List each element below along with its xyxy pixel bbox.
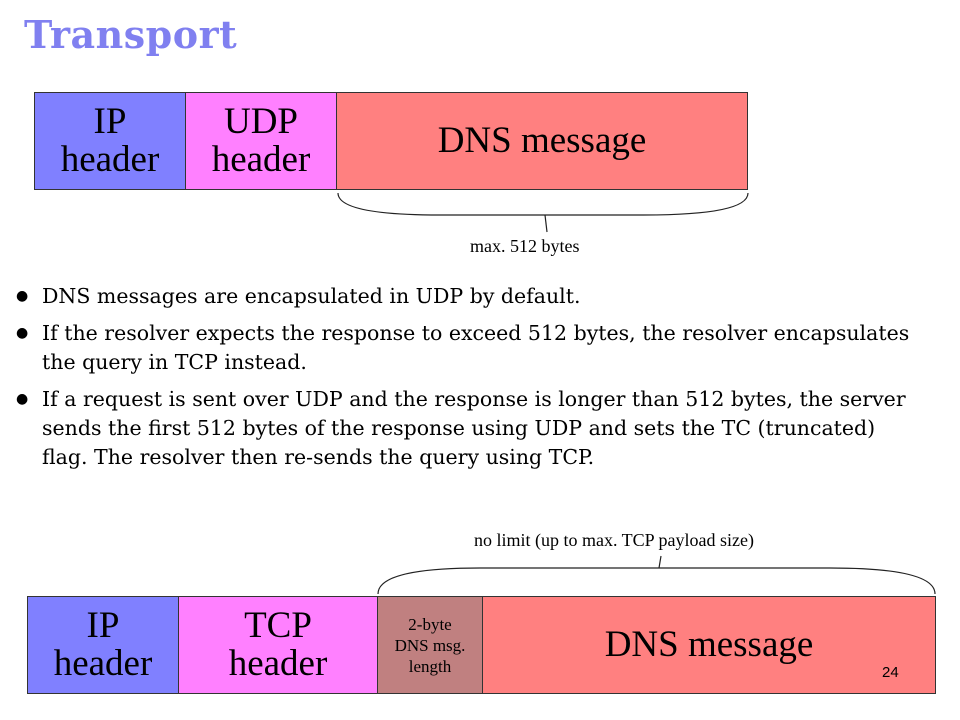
tcp-ip-header-line2: header: [53, 643, 153, 684]
slide-title: Transport: [24, 12, 238, 57]
tcp-length-field-box: 2-byte DNS msg. length: [377, 596, 483, 694]
bullet-dot: ●: [16, 391, 29, 407]
tcp-header-box: TCP header: [178, 596, 378, 694]
tcp-ip-header-box: IP header: [27, 596, 179, 694]
bullet-item: ● If a request is sent over UDP and the …: [14, 385, 914, 472]
bullet-text: DNS messages are encapsulated in UDP by …: [42, 284, 581, 308]
bullet-item: ● DNS messages are encapsulated in UDP b…: [14, 282, 914, 311]
bullet-dot: ●: [16, 288, 29, 304]
bullet-list: ● DNS messages are encapsulated in UDP b…: [14, 282, 914, 480]
length-field-line3: length: [408, 656, 452, 676]
udp-header-box: UDP header: [185, 92, 337, 190]
tcp-header-line2: header: [228, 643, 328, 684]
udp-dns-message-box: DNS message: [336, 92, 748, 190]
bullet-text: If the resolver expects the response to …: [42, 321, 910, 374]
udp-brace: [337, 192, 749, 216]
tcp-brace: [377, 567, 936, 595]
tcp-dns-message-label: DNS message: [604, 624, 814, 665]
page-number: 24: [882, 664, 899, 681]
udp-ip-header-line2: header: [60, 139, 160, 180]
udp-ip-header-box: IP header: [34, 92, 186, 190]
bullet-dot: ●: [16, 325, 29, 341]
bullet-item: ● If the resolver expects the response t…: [14, 319, 914, 377]
tcp-dns-message-box: DNS message: [482, 596, 936, 694]
tcp-brace-tick: [658, 555, 662, 569]
tcp-ip-header-line1: IP: [86, 605, 120, 646]
length-field-line2: DNS msg.: [394, 635, 466, 655]
udp-header-line2: header: [211, 139, 311, 180]
udp-header-line1: UDP: [223, 101, 299, 142]
tcp-header-line1: TCP: [244, 605, 312, 646]
udp-ip-header-line1: IP: [93, 101, 127, 142]
length-field-line1: 2-byte: [408, 614, 452, 634]
udp-brace-label: max. 512 bytes: [470, 236, 580, 256]
udp-brace-tick: [544, 214, 548, 233]
bullet-text: If a request is sent over UDP and the re…: [42, 387, 906, 469]
tcp-brace-label: no limit (up to max. TCP payload size): [474, 530, 754, 550]
udp-dns-message-label: DNS message: [437, 120, 647, 161]
